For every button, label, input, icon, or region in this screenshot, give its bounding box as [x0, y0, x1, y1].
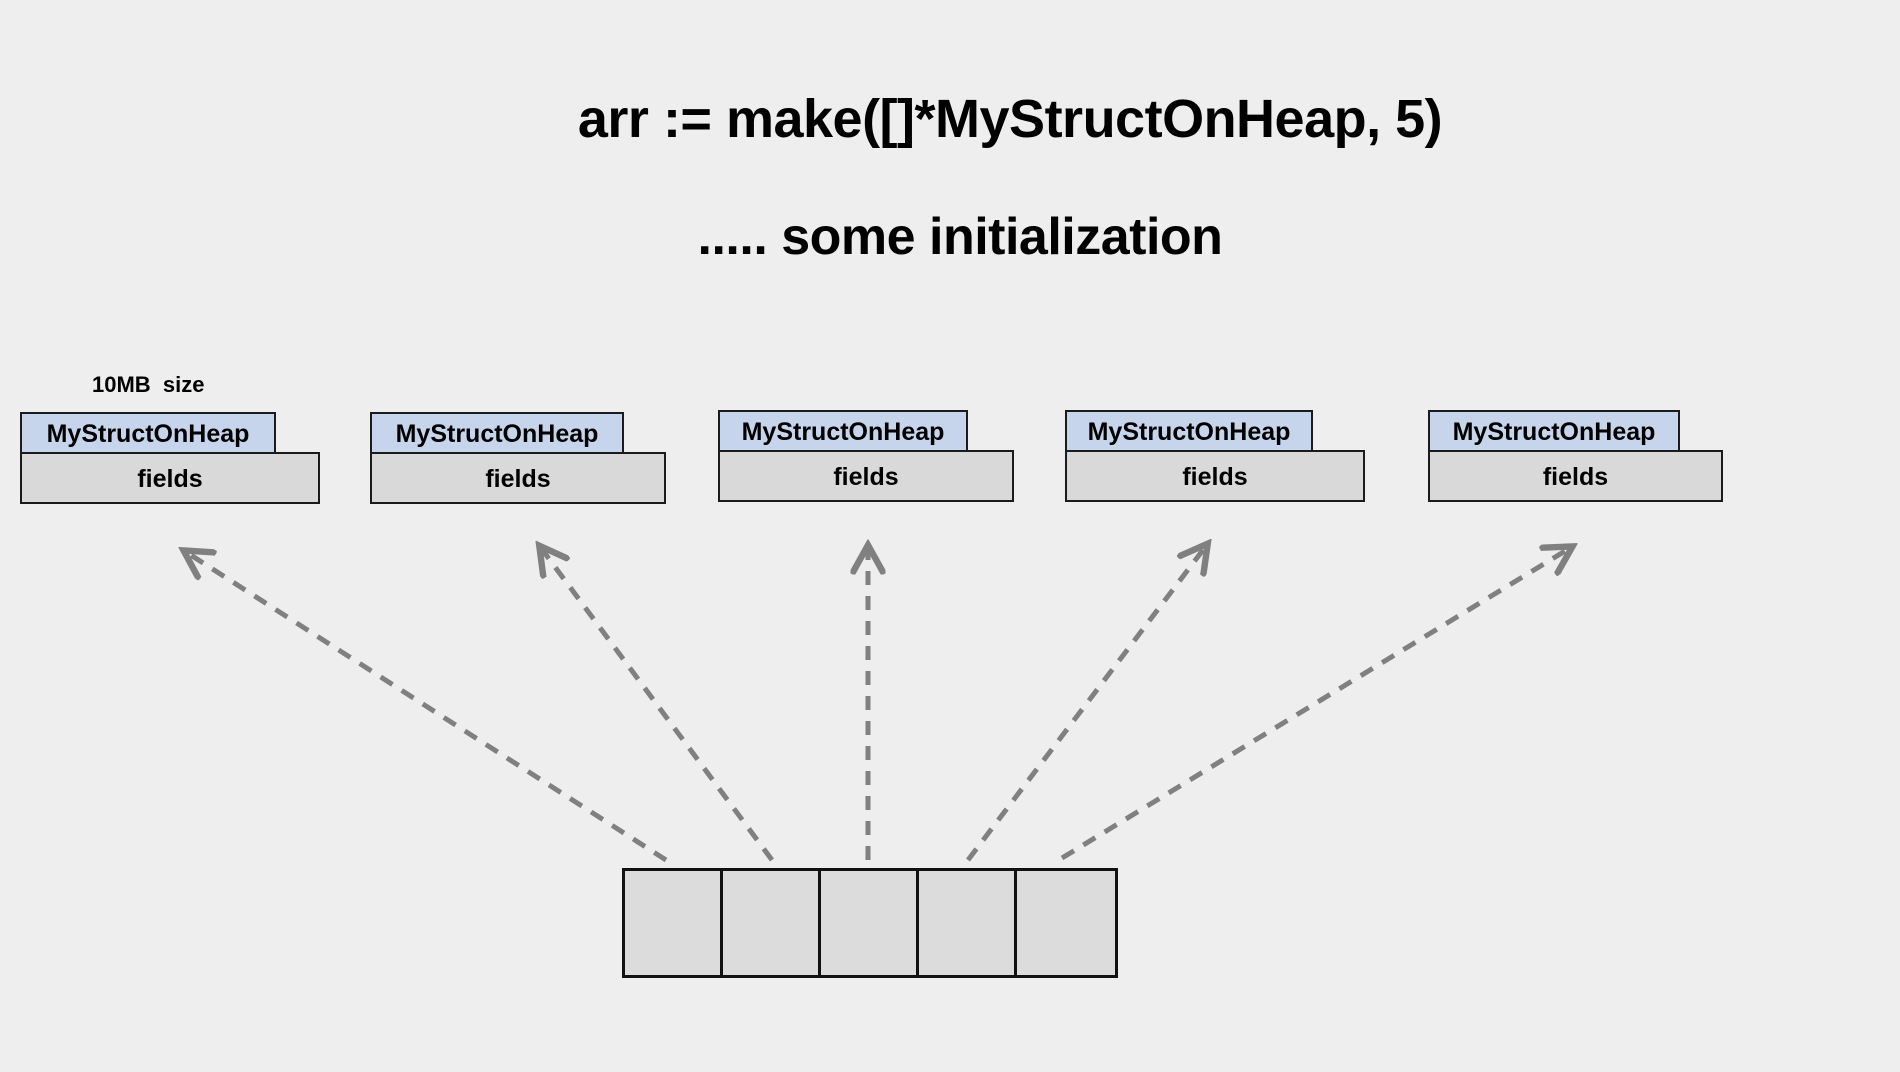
heap-object-title: MyStructOnHeap [370, 412, 624, 454]
heap-object-0: MyStructOnHeap fields [20, 412, 320, 504]
slice-cell-3 [919, 871, 1017, 975]
code-line-initialization: ..... some initialization [697, 208, 1223, 266]
heap-object-title: MyStructOnHeap [1065, 410, 1313, 452]
heap-object-1: MyStructOnHeap fields [370, 412, 666, 504]
slice-cell-0 [625, 871, 723, 975]
heap-object-fields: fields [1428, 450, 1723, 502]
slice-cell-1 [723, 871, 821, 975]
heap-object-4: MyStructOnHeap fields [1428, 410, 1723, 502]
pointer-arrow-1 [541, 548, 775, 862]
pointer-arrow-3 [966, 546, 1206, 862]
code-line-make: arr := make([]*MyStructOnHeap, 5) [577, 89, 1443, 149]
heap-object-3: MyStructOnHeap fields [1065, 410, 1365, 502]
slice-cell-2 [821, 871, 919, 975]
heap-object-fields: fields [370, 452, 666, 504]
heap-object-2: MyStructOnHeap fields [718, 410, 1014, 502]
heap-object-title: MyStructOnHeap [718, 410, 968, 452]
heap-object-fields: fields [718, 450, 1014, 502]
slice-backing-array [622, 868, 1118, 978]
heap-object-title: MyStructOnHeap [20, 412, 276, 454]
pointer-arrow-0 [186, 552, 668, 863]
size-annotation-label: 10MB size [92, 372, 205, 397]
slice-cell-4 [1017, 871, 1115, 975]
heap-object-fields: fields [1065, 450, 1365, 502]
heap-object-fields: fields [20, 452, 320, 504]
heap-object-title: MyStructOnHeap [1428, 410, 1680, 452]
pointer-arrow-4 [1060, 548, 1570, 861]
